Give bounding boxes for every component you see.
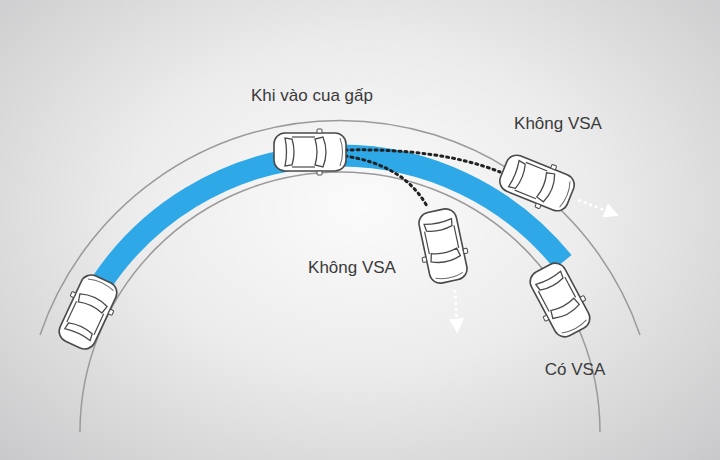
car [413,206,473,286]
caption-label: Không VSA [308,258,396,278]
drift-arrow [578,200,612,213]
caption-label: Không VSA [514,114,602,134]
oversteer-path [345,156,428,208]
caption-label: Khi vào cua gấp [251,86,373,106]
car [52,270,124,355]
car [274,129,346,175]
car [523,257,597,342]
caption-label: Có VSA [545,360,605,380]
vsa-path-band [100,156,563,285]
car [495,148,579,218]
drift-arrow [455,290,457,326]
